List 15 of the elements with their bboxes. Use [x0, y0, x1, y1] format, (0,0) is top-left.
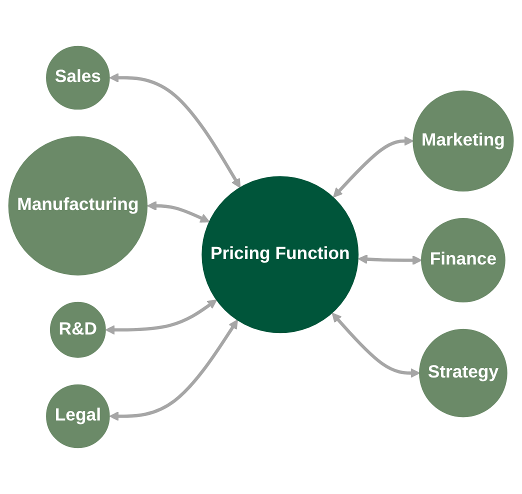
arrow — [332, 312, 420, 378]
arrow — [109, 72, 241, 188]
node-circle: Sales — [46, 46, 110, 110]
node-circle: Marketing — [412, 90, 514, 192]
node-circle: Pricing Function — [202, 176, 359, 334]
node-circle: Manufacturing — [8, 136, 148, 276]
arrow — [147, 200, 210, 223]
node-circle: Legal — [46, 384, 110, 448]
node-circle: Strategy — [419, 328, 508, 418]
arrow — [105, 299, 218, 335]
node-circle: R&D — [50, 302, 106, 358]
node-circle: Finance — [421, 218, 506, 302]
arrow — [358, 254, 422, 266]
arrow — [109, 319, 238, 422]
arrow — [333, 136, 414, 198]
